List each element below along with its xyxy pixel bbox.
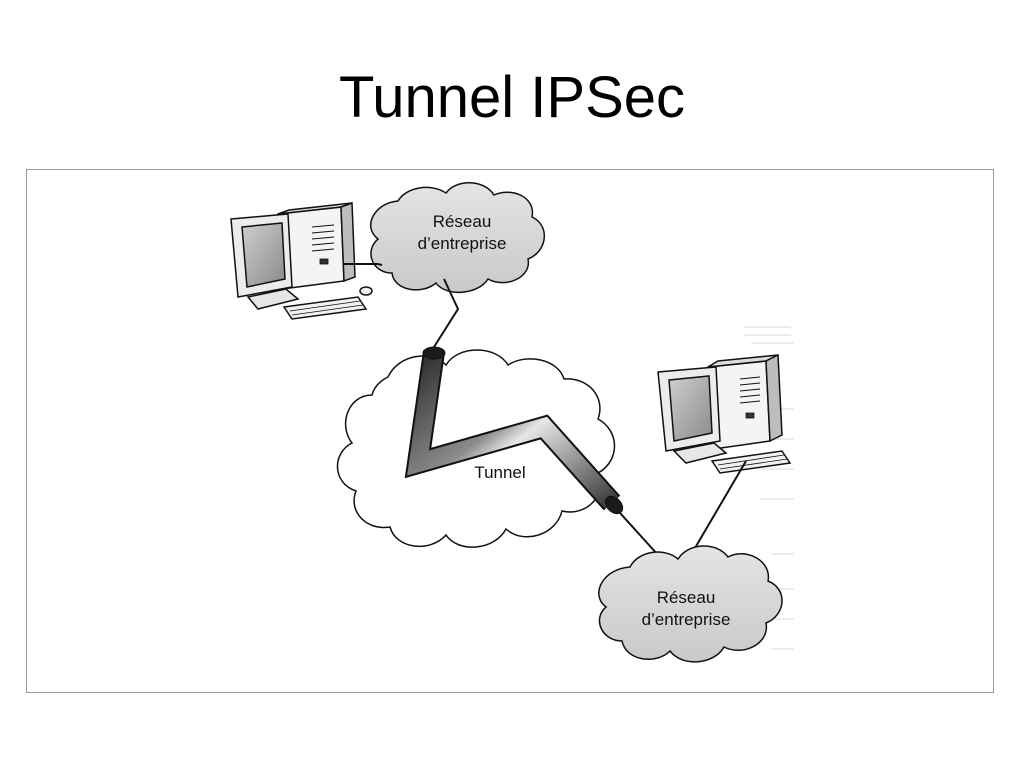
- top-network-label-line1: Réseau: [433, 212, 492, 231]
- ipsec-tunnel-tube: Tunnel: [404, 346, 624, 515]
- top-network-label-line2: d’entreprise: [418, 234, 507, 253]
- bottom-network-label-line1: Réseau: [657, 588, 716, 607]
- connection-line-left: [344, 263, 460, 348]
- desktop-computer-icon-right: [657, 353, 792, 474]
- desktop-computer-icon-left: [230, 201, 373, 320]
- ipsec-tunnel-diagram: Réseau d’entreprise Tunnel: [230, 182, 794, 663]
- top-cloud-icon: Réseau d’entreprise: [369, 182, 546, 294]
- tunnel-label: Tunnel: [474, 463, 525, 482]
- bottom-cloud-icon: Réseau d’entreprise: [598, 545, 783, 663]
- bottom-network-label-line2: d’entreprise: [642, 610, 731, 629]
- slide-title: Tunnel IPSec: [338, 65, 686, 130]
